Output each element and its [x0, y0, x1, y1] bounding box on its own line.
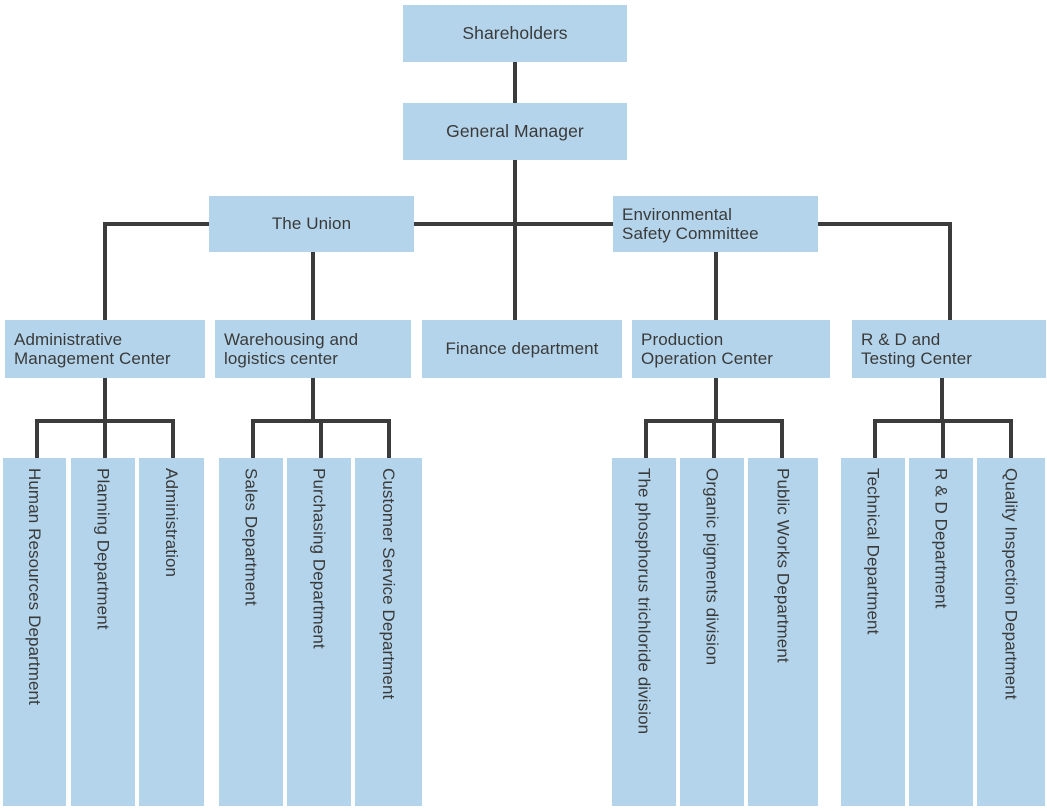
connector-rdtc-stem	[940, 378, 944, 422]
node-organic-pigments-label: Organic pigments division	[702, 468, 722, 666]
connector-rdtc-to-technical	[873, 419, 877, 459]
node-environmental-safety-committee[interactable]: Environmental Safety Committee	[613, 196, 818, 252]
node-wlc-line1: Warehousing and	[224, 329, 359, 349]
connector-union-to-warehousing	[311, 252, 315, 321]
node-finance-department[interactable]: Finance department	[422, 320, 622, 378]
connector-esc-to-production-operation-center	[714, 252, 718, 321]
node-amc-label: Administrative Management Center	[14, 330, 171, 368]
node-customer-service-label: Customer Service Department	[379, 468, 398, 700]
node-technical-label: Technical Department	[863, 468, 883, 635]
connector-poc-to-public-works	[780, 419, 784, 459]
connector-to-rd-testing-center	[948, 222, 952, 321]
connector-amc-to-hr	[35, 419, 39, 459]
connector-rdtc-to-rd-department	[941, 419, 945, 459]
node-phosphorus-trichloride-division[interactable]: The phosphorus trichloride division	[612, 458, 676, 806]
node-planning-department[interactable]: Planning Department	[71, 458, 135, 806]
node-finance-department-label: Finance department	[445, 339, 599, 359]
node-the-union-label: The Union	[271, 214, 352, 234]
node-shareholders[interactable]: Shareholders	[403, 5, 627, 62]
node-wlc-line2: logistics center	[224, 349, 339, 368]
node-technical-department[interactable]: Technical Department	[841, 458, 905, 806]
node-rdtc-line2: Testing Center	[861, 349, 973, 368]
node-rdtc-line1: R & D and	[861, 329, 941, 349]
connector-wlc-to-purchasing	[319, 419, 323, 459]
connector-level3-horizontal-mid	[410, 222, 620, 226]
connector-poc-stem	[714, 378, 718, 422]
node-administration[interactable]: Administration	[139, 458, 204, 806]
node-rd-department-label: R & D Department	[931, 468, 951, 609]
node-environmental-safety-committee-label: Environmental Safety Committee	[622, 205, 759, 243]
node-poc-line2: Operation Center	[641, 349, 774, 368]
node-rd-department[interactable]: R & D Department	[909, 458, 973, 806]
node-hr-label: Human Resources Department	[25, 468, 44, 705]
connector-rdtc-to-quality-inspection	[1009, 419, 1013, 459]
connector-poc-to-organic-pigments	[712, 419, 716, 459]
node-public-works-department[interactable]: Public Works Department	[748, 458, 818, 806]
node-planning-label: Planning Department	[93, 468, 113, 630]
node-general-manager[interactable]: General Manager	[403, 103, 627, 160]
node-phosphorus-label: The phosphorus trichloride division	[634, 468, 654, 735]
node-poc-label: Production Operation Center	[641, 330, 773, 368]
node-rd-testing-center[interactable]: R & D and Testing Center	[852, 320, 1046, 378]
node-production-operation-center[interactable]: Production Operation Center	[632, 320, 830, 378]
node-rdtc-label: R & D and Testing Center	[861, 330, 972, 368]
node-customer-service-department[interactable]: Customer Service Department	[355, 458, 422, 806]
connector-poc-to-phosphorus	[644, 419, 648, 459]
node-amc-line1: Administrative	[14, 329, 123, 349]
connector-amc-stem	[103, 378, 107, 422]
node-sales-label: Sales Department	[241, 468, 261, 606]
connector-amc-to-planning	[103, 419, 107, 459]
node-the-union[interactable]: The Union	[209, 196, 414, 252]
connector-wlc-stem	[311, 378, 315, 422]
node-administration-label: Administration	[162, 468, 181, 578]
node-warehousing-logistics-center[interactable]: Warehousing and logistics center	[215, 320, 411, 378]
node-administrative-management-center[interactable]: Administrative Management Center	[5, 320, 205, 378]
node-quality-inspection-department[interactable]: Quality Inspection Department	[977, 458, 1045, 806]
node-human-resources-department[interactable]: Human Resources Department	[3, 458, 66, 806]
node-sales-department[interactable]: Sales Department	[219, 458, 283, 806]
connector-level3-horizontal-left	[105, 222, 215, 226]
node-purchasing-department[interactable]: Purchasing Department	[287, 458, 351, 806]
node-general-manager-label: General Manager	[446, 120, 584, 141]
connector-to-administrative-management-center	[103, 222, 107, 321]
node-organic-pigments-division[interactable]: Organic pigments division	[680, 458, 744, 806]
connector-amc-to-administration	[171, 419, 175, 459]
node-amc-line2: Management Center	[14, 349, 171, 368]
node-quality-inspection-label: Quality Inspection Department	[1001, 468, 1021, 700]
node-esc-line1: Environmental	[622, 204, 732, 224]
node-purchasing-label: Purchasing Department	[309, 468, 329, 649]
connector-general-manager-trunk	[513, 160, 517, 321]
connector-wlc-to-sales	[251, 419, 255, 459]
connector-shareholders-to-general-manager	[513, 62, 517, 104]
node-shareholders-label: Shareholders	[462, 22, 568, 43]
node-public-works-label: Public Works Department	[773, 468, 793, 663]
connector-level3-horizontal-right	[815, 222, 952, 226]
node-wlc-label: Warehousing and logistics center	[224, 330, 358, 368]
node-esc-line2: Safety Committee	[622, 224, 759, 243]
node-poc-line1: Production	[641, 329, 724, 349]
connector-wlc-to-customer-service	[387, 419, 391, 459]
